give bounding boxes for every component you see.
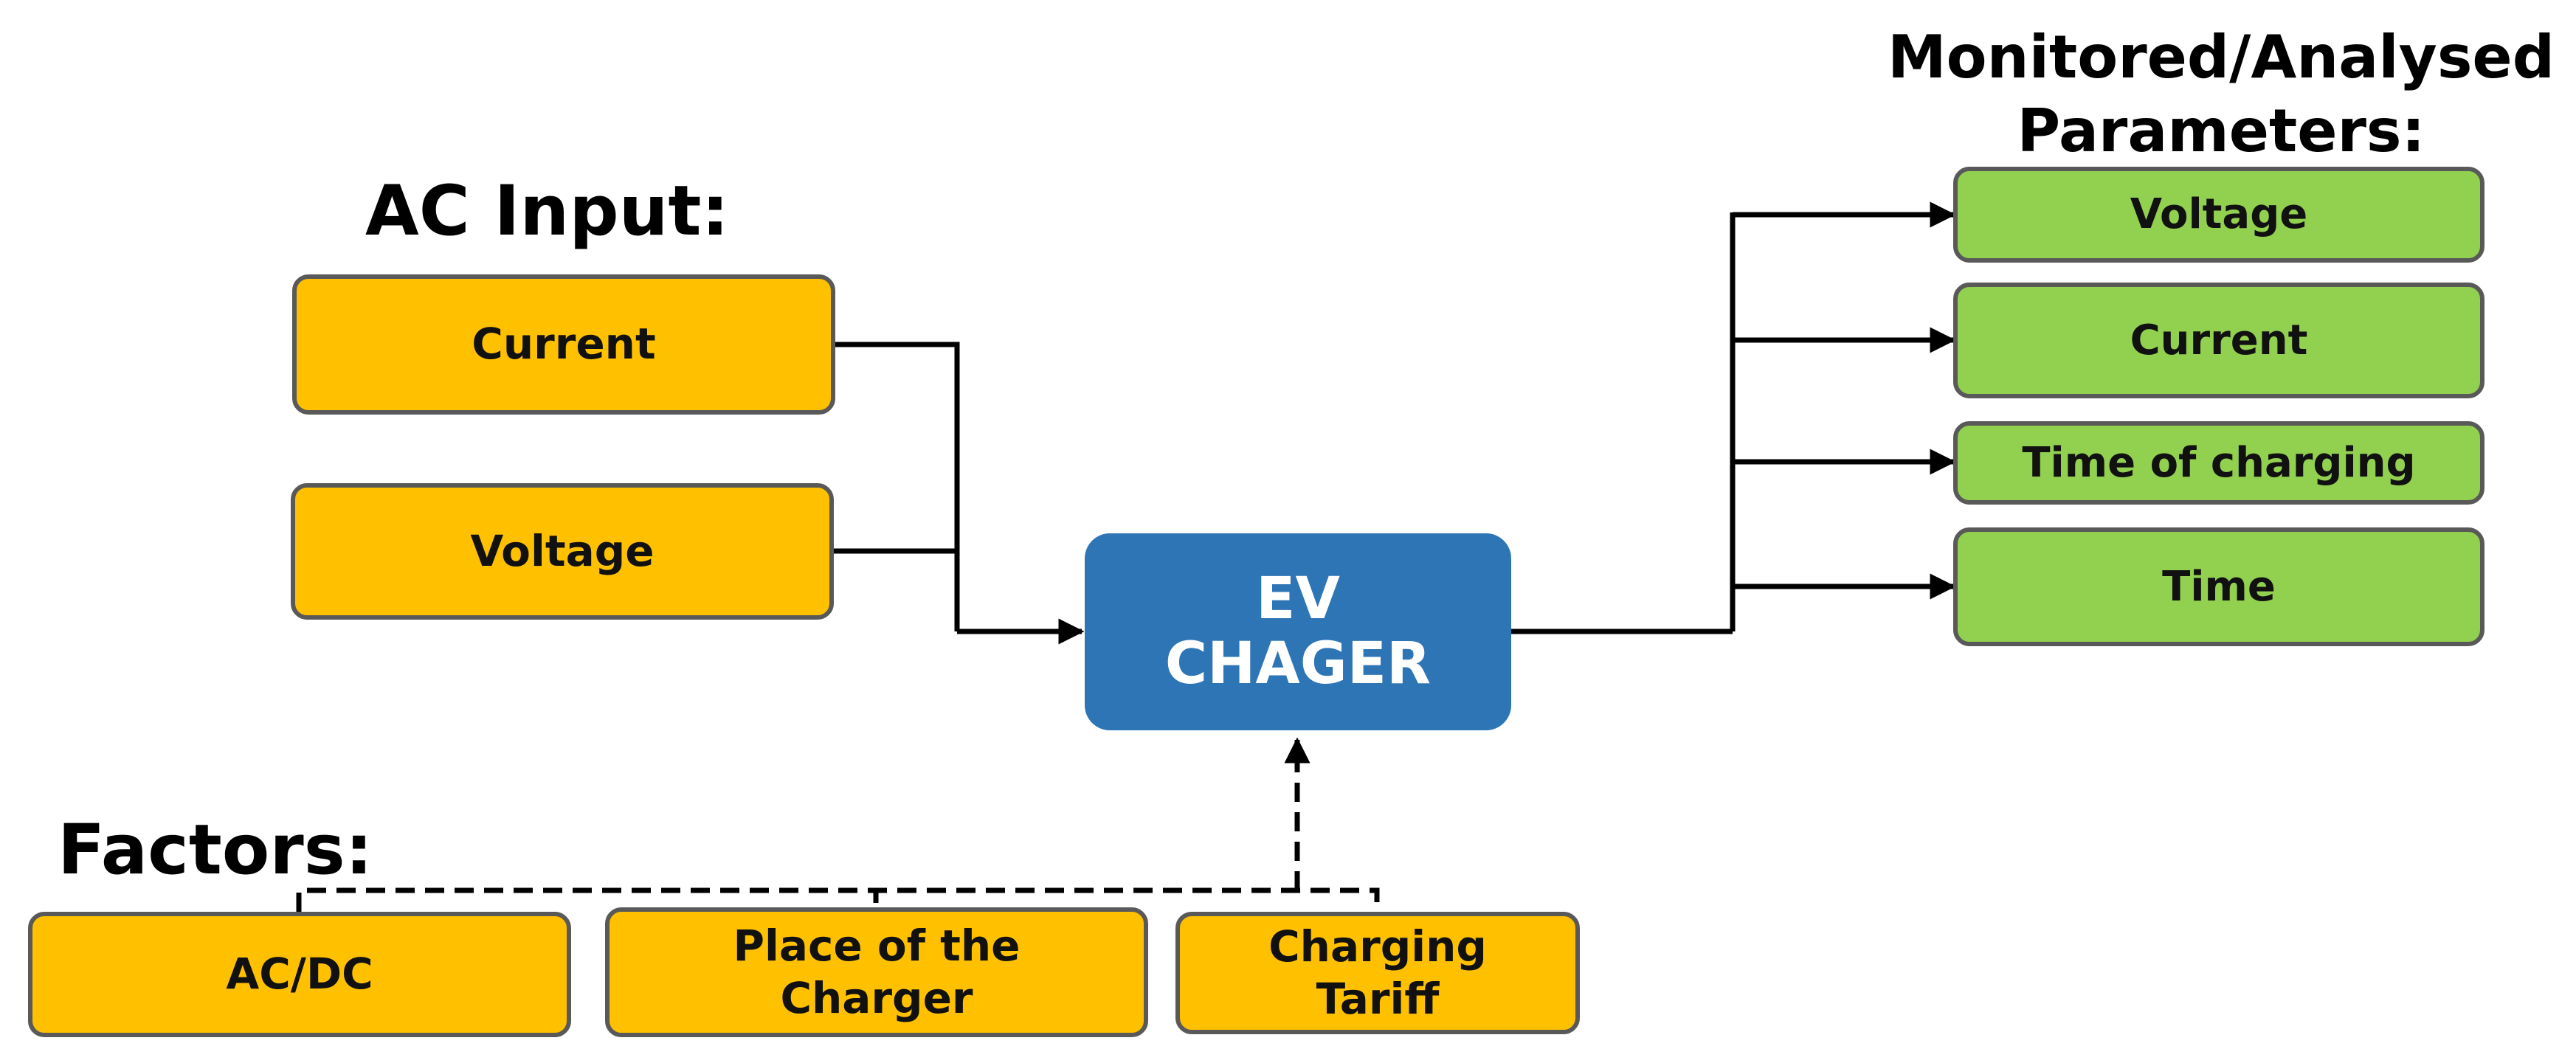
parameter-voltage-box: Voltage: [1953, 167, 2485, 263]
ac-input-heading: AC Input:: [365, 171, 730, 252]
parameter-time-of-charging-box: Time of charging: [1953, 421, 2485, 505]
ac-input-current-box: Current: [292, 274, 835, 415]
factor-charging-tariff-box: Charging Tariff: [1175, 912, 1580, 1034]
ac-input-voltage-box: Voltage: [291, 483, 834, 620]
parameter-current-box: Current: [1953, 283, 2485, 398]
connector-current-to-charger: [834, 342, 960, 631]
factors-bus-dashed: [296, 887, 1380, 912]
ev-charger-box: EV CHAGER: [1085, 533, 1511, 730]
factor-ac-dc-box: AC/DC: [28, 912, 571, 1037]
factor-place-of-charger-box: Place of the Charger: [605, 907, 1148, 1037]
factors-heading: Factors:: [58, 810, 373, 890]
parameter-time-box: Time: [1953, 527, 2485, 646]
monitored-parameters-heading: Monitored/Analysed Parameters:: [1888, 23, 2555, 165]
